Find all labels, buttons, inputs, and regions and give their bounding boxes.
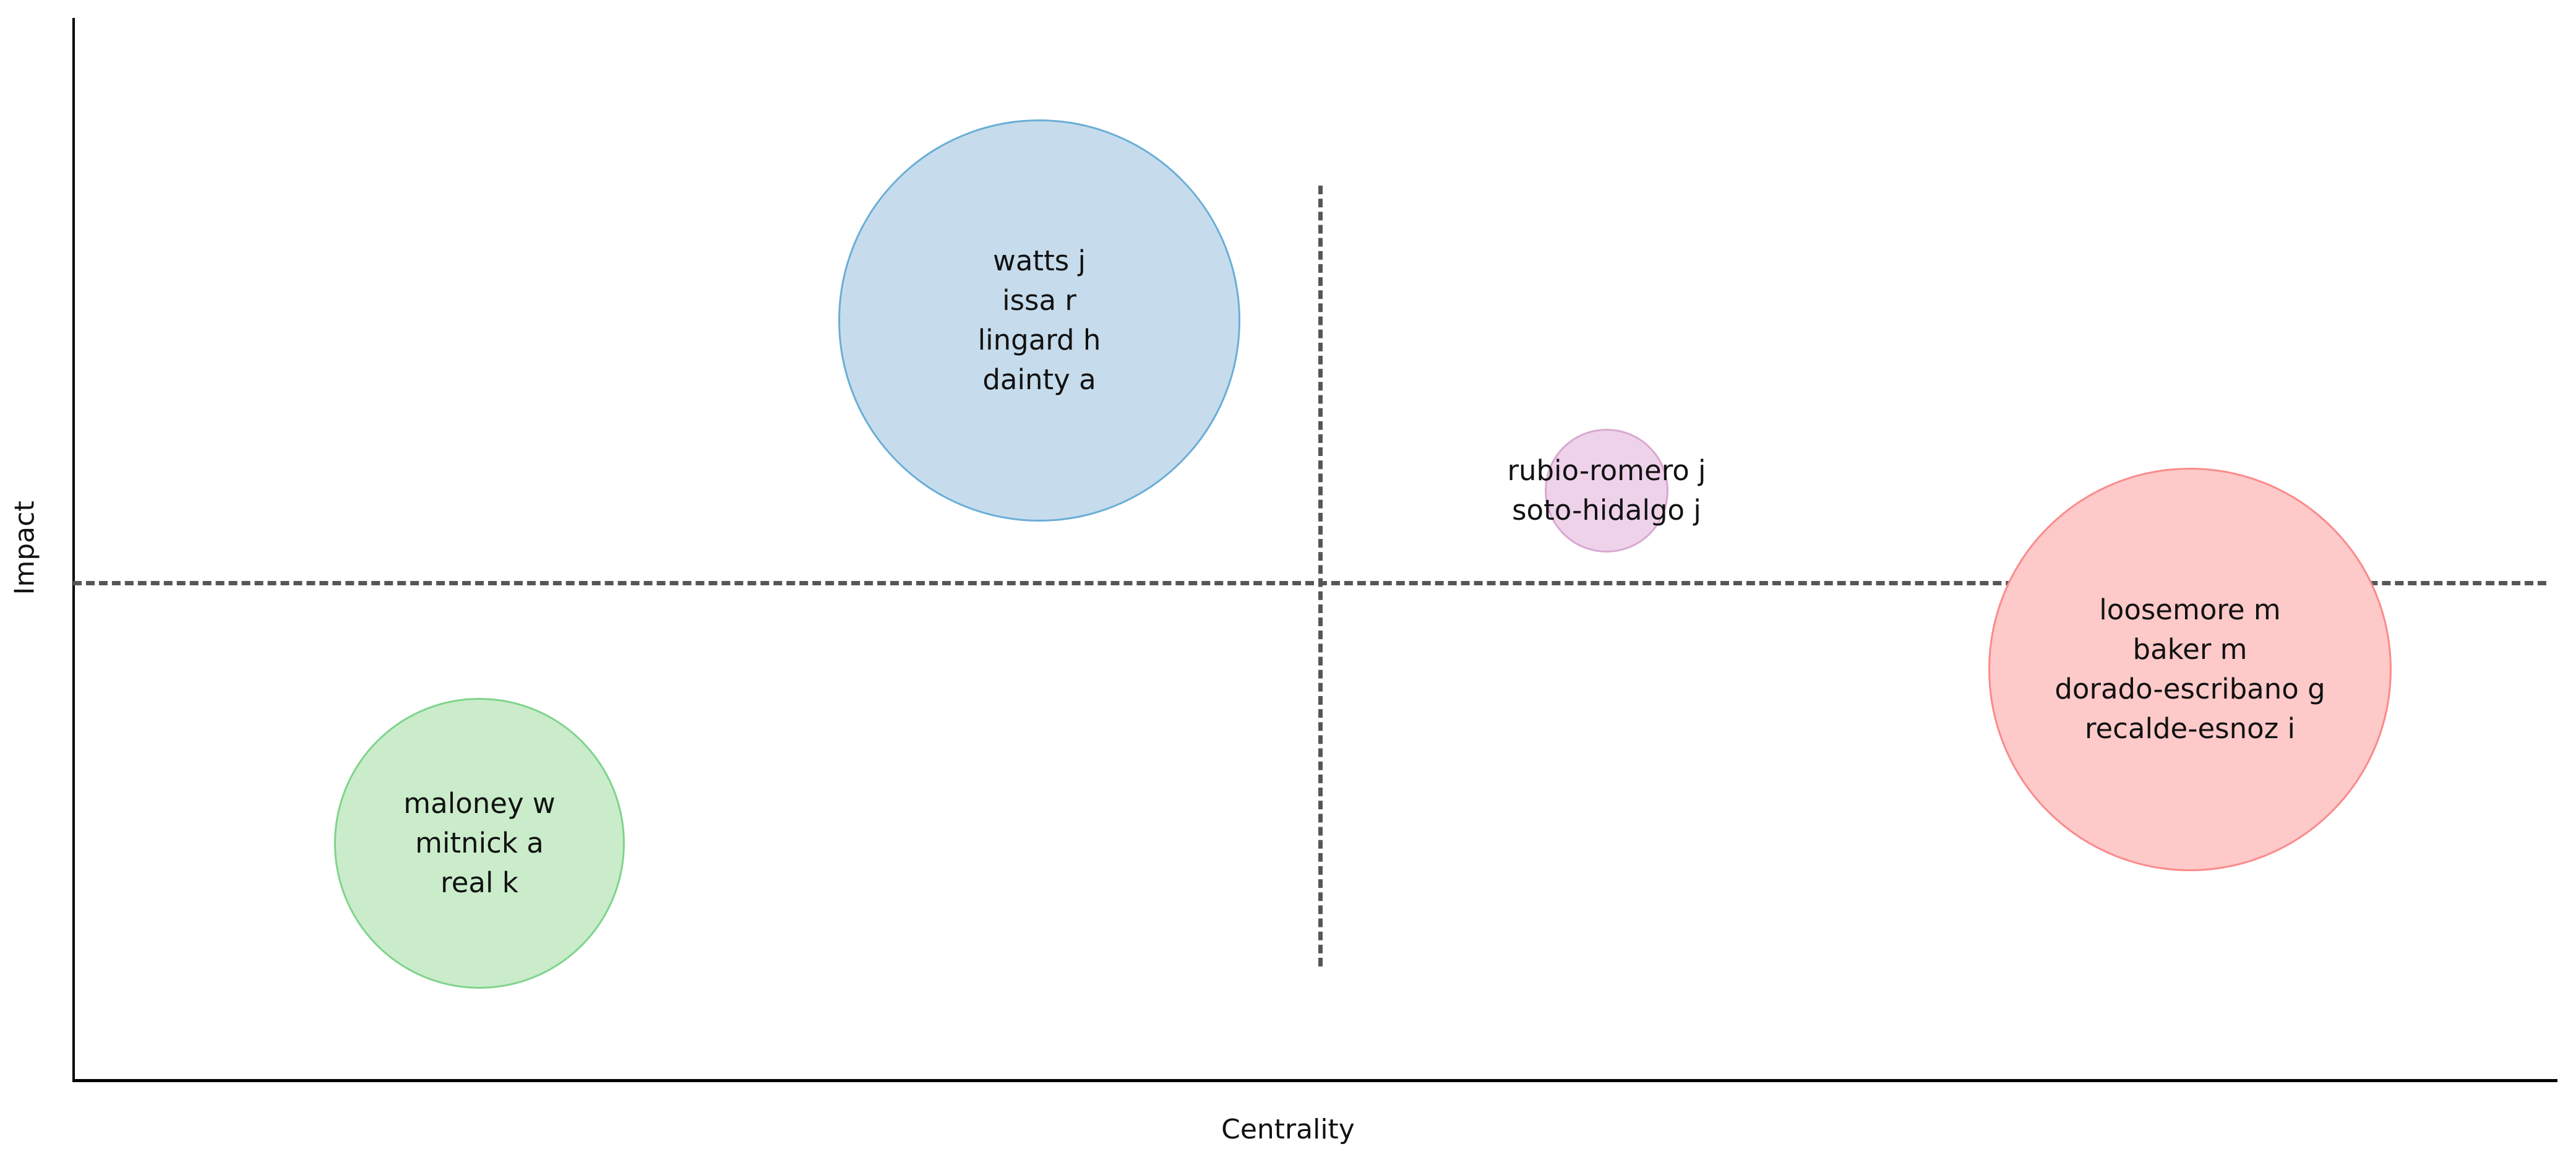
bubble-label-line: rubio-romero j <box>1507 454 1706 488</box>
x-axis-title: Centrality <box>1221 1114 1355 1145</box>
bubble-label-line: dainty a <box>982 363 1096 396</box>
bubble-label-line: baker m <box>2132 633 2248 666</box>
bubble-cluster-blue[interactable]: watts j issa r lingard h dainty a <box>838 119 1240 522</box>
x-axis-spine <box>72 1079 2557 1082</box>
bubble-cluster-red[interactable]: loosemore m baker m dorado-escribano g r… <box>1988 468 2392 871</box>
bubble-label-line: issa r <box>1002 284 1076 317</box>
bubble-label-line: mitnick a <box>415 827 544 860</box>
bubble-label-line: maloney w <box>403 787 556 820</box>
bubble-label-green: maloney w mitnick a real k <box>403 784 555 903</box>
bubble-label-line: loosemore m <box>2099 593 2281 627</box>
bubble-cluster-purple[interactable]: rubio-romero j soto-hidalgo j <box>1507 429 1706 553</box>
bubble-label-blue: watts j issa r lingard h dainty a <box>978 241 1101 400</box>
bubble-label-line: watts j <box>993 244 1086 278</box>
horizontal-quadrant-divider <box>73 581 2546 585</box>
bubble-label-line: lingard h <box>977 324 1101 356</box>
bubble-label-red: loosemore m baker m dorado-escribano g r… <box>2054 590 2325 749</box>
y-axis-spine <box>72 18 75 1082</box>
bubble-cluster-green[interactable]: maloney w mitnick a real k <box>334 698 625 989</box>
y-axis-title: Impact <box>9 501 41 595</box>
vertical-quadrant-divider <box>1318 186 1323 966</box>
bubble-label-purple: rubio-romero j soto-hidalgo j <box>1507 451 1706 530</box>
bubble-label-line: soto-hidalgo j <box>1512 494 1701 527</box>
bubble-label-line: recalde-esnoz i <box>2084 712 2296 745</box>
bubble-label-line: real k <box>440 866 518 899</box>
bubble-label-line: dorado-escribano g <box>2054 673 2325 705</box>
